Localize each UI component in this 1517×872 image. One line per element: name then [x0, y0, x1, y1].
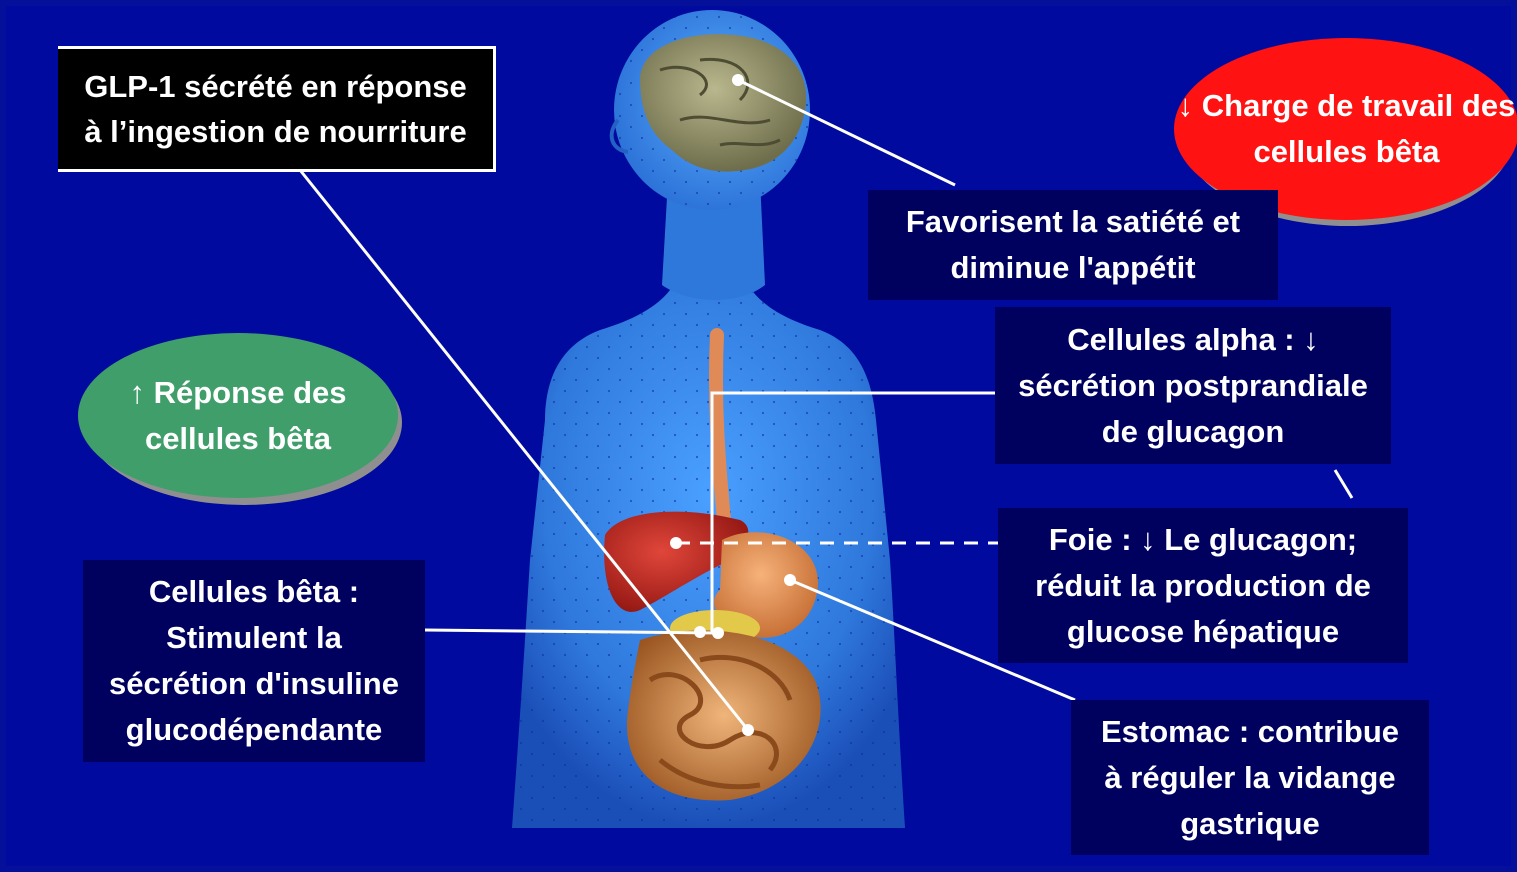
- label-beta-line-3: sécrétion d'insuline: [109, 661, 399, 707]
- label-glp1-line-2: à l’ingestion de nourriture: [84, 109, 467, 154]
- label-satiete: Favorisent la satiété et diminue l'appét…: [868, 190, 1278, 300]
- label-beta-line-1: Cellules bêta :: [109, 569, 399, 615]
- label-satiete-line-1: Favorisent la satiété et: [906, 199, 1240, 245]
- label-estomac-line-2: à réguler la vidange: [1101, 755, 1399, 801]
- oval-reponse-line-1: ↑ Réponse des: [129, 375, 346, 410]
- label-beta-line-2: Stimulent la: [109, 615, 399, 661]
- label-estomac-line-1: Estomac : contribue: [1101, 709, 1399, 755]
- label-estomac-line-3: gastrique: [1101, 801, 1399, 847]
- label-foie: Foie : ↓ Le glucagon; réduit la producti…: [998, 508, 1408, 663]
- label-alpha-line-3: de glucagon: [1018, 409, 1368, 455]
- label-estomac: Estomac : contribue à réguler la vidange…: [1071, 700, 1429, 855]
- oval-reponse-line-2: cellules bêta: [145, 421, 331, 456]
- oval-reponse-des-cellules: ↑ Réponse des cellules bêta: [78, 333, 398, 498]
- label-alpha-line-1: Cellules alpha : ↓: [1018, 317, 1368, 363]
- label-foie-line-1: Foie : ↓ Le glucagon;: [1035, 517, 1371, 563]
- oval-charge-line-1: ↓ Charge de travail: [1178, 88, 1454, 123]
- label-glp1: GLP-1 sécrété en réponse à l’ingestion d…: [58, 46, 496, 172]
- label-glp1-line-1: GLP-1 sécrété en réponse: [84, 64, 467, 109]
- label-beta-line-4: glucodépendante: [109, 707, 399, 753]
- label-foie-line-3: glucose hépatique: [1035, 609, 1371, 655]
- label-cellules-alpha: Cellules alpha : ↓ sécrétion postprandia…: [995, 307, 1391, 464]
- label-foie-line-2: réduit la production de: [1035, 563, 1371, 609]
- label-cellules-beta: Cellules bêta : Stimulent la sécrétion d…: [83, 560, 425, 762]
- label-alpha-line-2: sécrétion postprandiale: [1018, 363, 1368, 409]
- label-satiete-line-2: diminue l'appétit: [906, 245, 1240, 291]
